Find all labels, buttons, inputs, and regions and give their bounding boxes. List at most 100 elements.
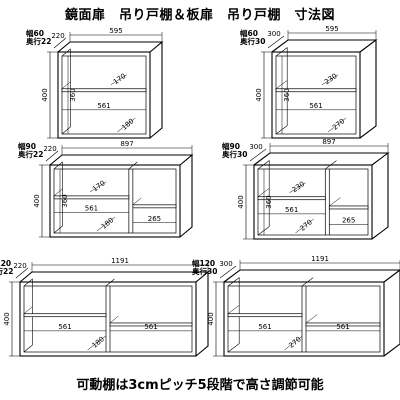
depth-dimension-line xyxy=(219,265,237,279)
cabinet-side-outline xyxy=(195,272,209,357)
depth-dimension: 220 xyxy=(43,145,56,153)
width-dimension: 897 xyxy=(322,138,335,146)
shelf-depth-edge xyxy=(53,188,63,197)
size-label-depth: 奥行30 xyxy=(221,149,247,159)
shelf-depth-edge xyxy=(109,315,119,324)
bottom-depth-dimension-line xyxy=(284,335,303,351)
shelf-depth-edge xyxy=(23,306,33,314)
shelf-depth-dimension-line xyxy=(89,181,107,193)
height-dimension: 400 xyxy=(33,194,41,207)
inner-height-dimension: 360 xyxy=(69,88,77,101)
width-dimension: 595 xyxy=(109,27,122,35)
shelf-depth-edge xyxy=(275,80,288,89)
size-label-width: 幅90 xyxy=(18,141,36,151)
shelf-depth-dimension: 170 xyxy=(91,179,107,193)
inner-width-dimension: 561 xyxy=(258,323,271,331)
shelf-depth-dimension: 170 xyxy=(112,72,128,86)
depth-dimension-line xyxy=(249,148,267,162)
movable-shelf xyxy=(257,196,326,201)
size-label-depth: 奥行22 xyxy=(25,36,51,46)
bottom-depth-dimension-line xyxy=(117,117,136,133)
bottom-depth-dimension-line xyxy=(295,218,314,234)
shelf-depth-edge xyxy=(227,305,240,314)
shelf-depth-edge xyxy=(132,197,142,206)
depth-dimension-line xyxy=(267,35,285,49)
width-dimension: 595 xyxy=(325,25,338,33)
inner-width-2-dimension: 265 xyxy=(148,215,161,223)
cabinet-top-outline xyxy=(223,269,400,283)
cabinet-side-outline xyxy=(383,270,400,357)
cabinet-front-outline xyxy=(19,281,197,357)
movable-shelf xyxy=(53,195,130,200)
movable-shelf xyxy=(132,204,177,209)
bottom-depth-dimension-line xyxy=(96,216,116,232)
size-label-width: 幅60 xyxy=(26,28,44,38)
shelf-depth-edge xyxy=(257,188,270,197)
shelf-depth-dimension: 230 xyxy=(323,72,339,86)
height-dimension: 400 xyxy=(255,88,263,101)
cabinet-side-outline xyxy=(371,153,389,240)
shelf-depth-dimension-line xyxy=(110,74,127,85)
shelf-depth-edge xyxy=(329,197,341,207)
inner-left-wall xyxy=(227,277,240,353)
size-label-width: 幅120 xyxy=(0,258,11,268)
shelf-depth-edge xyxy=(61,81,71,89)
inner-height-dimension: 360 xyxy=(61,194,69,207)
shelf-depth-dimension-line xyxy=(289,182,306,193)
movable-shelf xyxy=(23,313,107,318)
inner-width-dimension: 561 xyxy=(309,102,322,110)
height-dimension: 400 xyxy=(3,312,11,325)
inner-height-dimension: 360 xyxy=(265,195,273,208)
inner-width-dimension: 561 xyxy=(97,102,110,110)
height-dimension: 400 xyxy=(41,88,49,101)
depth-dimension: 300 xyxy=(267,30,280,38)
depth-dimension-line xyxy=(45,150,59,162)
cabinet-inner-outline xyxy=(23,285,193,353)
cabinet-side-outline xyxy=(149,42,163,139)
cabinet-front-outline xyxy=(253,164,373,240)
inner-width-dimension: 561 xyxy=(58,323,71,331)
partition-depth xyxy=(105,278,115,287)
cabinet-top-outline xyxy=(19,271,210,283)
inner-left-wall xyxy=(53,161,63,234)
cabinet-top-outline xyxy=(271,39,378,53)
inner-left-wall xyxy=(23,278,33,353)
movable-shelf xyxy=(275,88,357,93)
cabinet-side-outline xyxy=(359,40,377,139)
shelf-depth-dimension: 230 xyxy=(291,180,307,194)
cabinet-side-outline xyxy=(179,155,193,238)
cabinet-front-outline xyxy=(271,51,361,139)
cabinet-diagram: 幅120奥行221191220400561561180 xyxy=(0,257,210,357)
shelf-depth-edge xyxy=(305,314,318,324)
cabinet-inner-outline xyxy=(275,55,357,135)
cabinet-front-outline xyxy=(49,164,181,238)
movable-shelf xyxy=(305,322,381,327)
inner-width-dimension: 561 xyxy=(285,206,298,214)
inner-width-2-dimension: 265 xyxy=(342,216,355,224)
size-label-depth: 奥行22 xyxy=(17,149,43,159)
shelf-depth-dimension-line xyxy=(321,74,339,85)
size-label-depth: 奥行22 xyxy=(0,266,13,276)
cabinet-front-outline xyxy=(57,51,151,139)
size-label-depth: 奥行30 xyxy=(239,36,265,46)
depth-dimension: 300 xyxy=(249,143,262,151)
page-title: 鏡面扉 吊り戸棚＆板扉 吊り戸棚 寸法図 xyxy=(64,8,335,23)
partition-depth xyxy=(301,277,314,287)
cabinet-inner-outline xyxy=(53,168,177,234)
inner-left-wall xyxy=(61,48,71,135)
inner-left-wall xyxy=(257,160,270,236)
inner-width-2-dimension: 561 xyxy=(144,323,157,331)
adjustable-shelf-note: 可動棚は3cmピッチ5段階で高さ調節可能 xyxy=(76,378,324,393)
inner-width-dimension: 561 xyxy=(85,205,98,213)
size-label-width: 幅120 xyxy=(192,258,215,268)
cabinet-inner-outline xyxy=(61,55,147,135)
height-dimension: 400 xyxy=(207,312,215,325)
cabinet-top-outline xyxy=(253,152,390,166)
inner-width-2-dimension: 561 xyxy=(336,323,349,331)
